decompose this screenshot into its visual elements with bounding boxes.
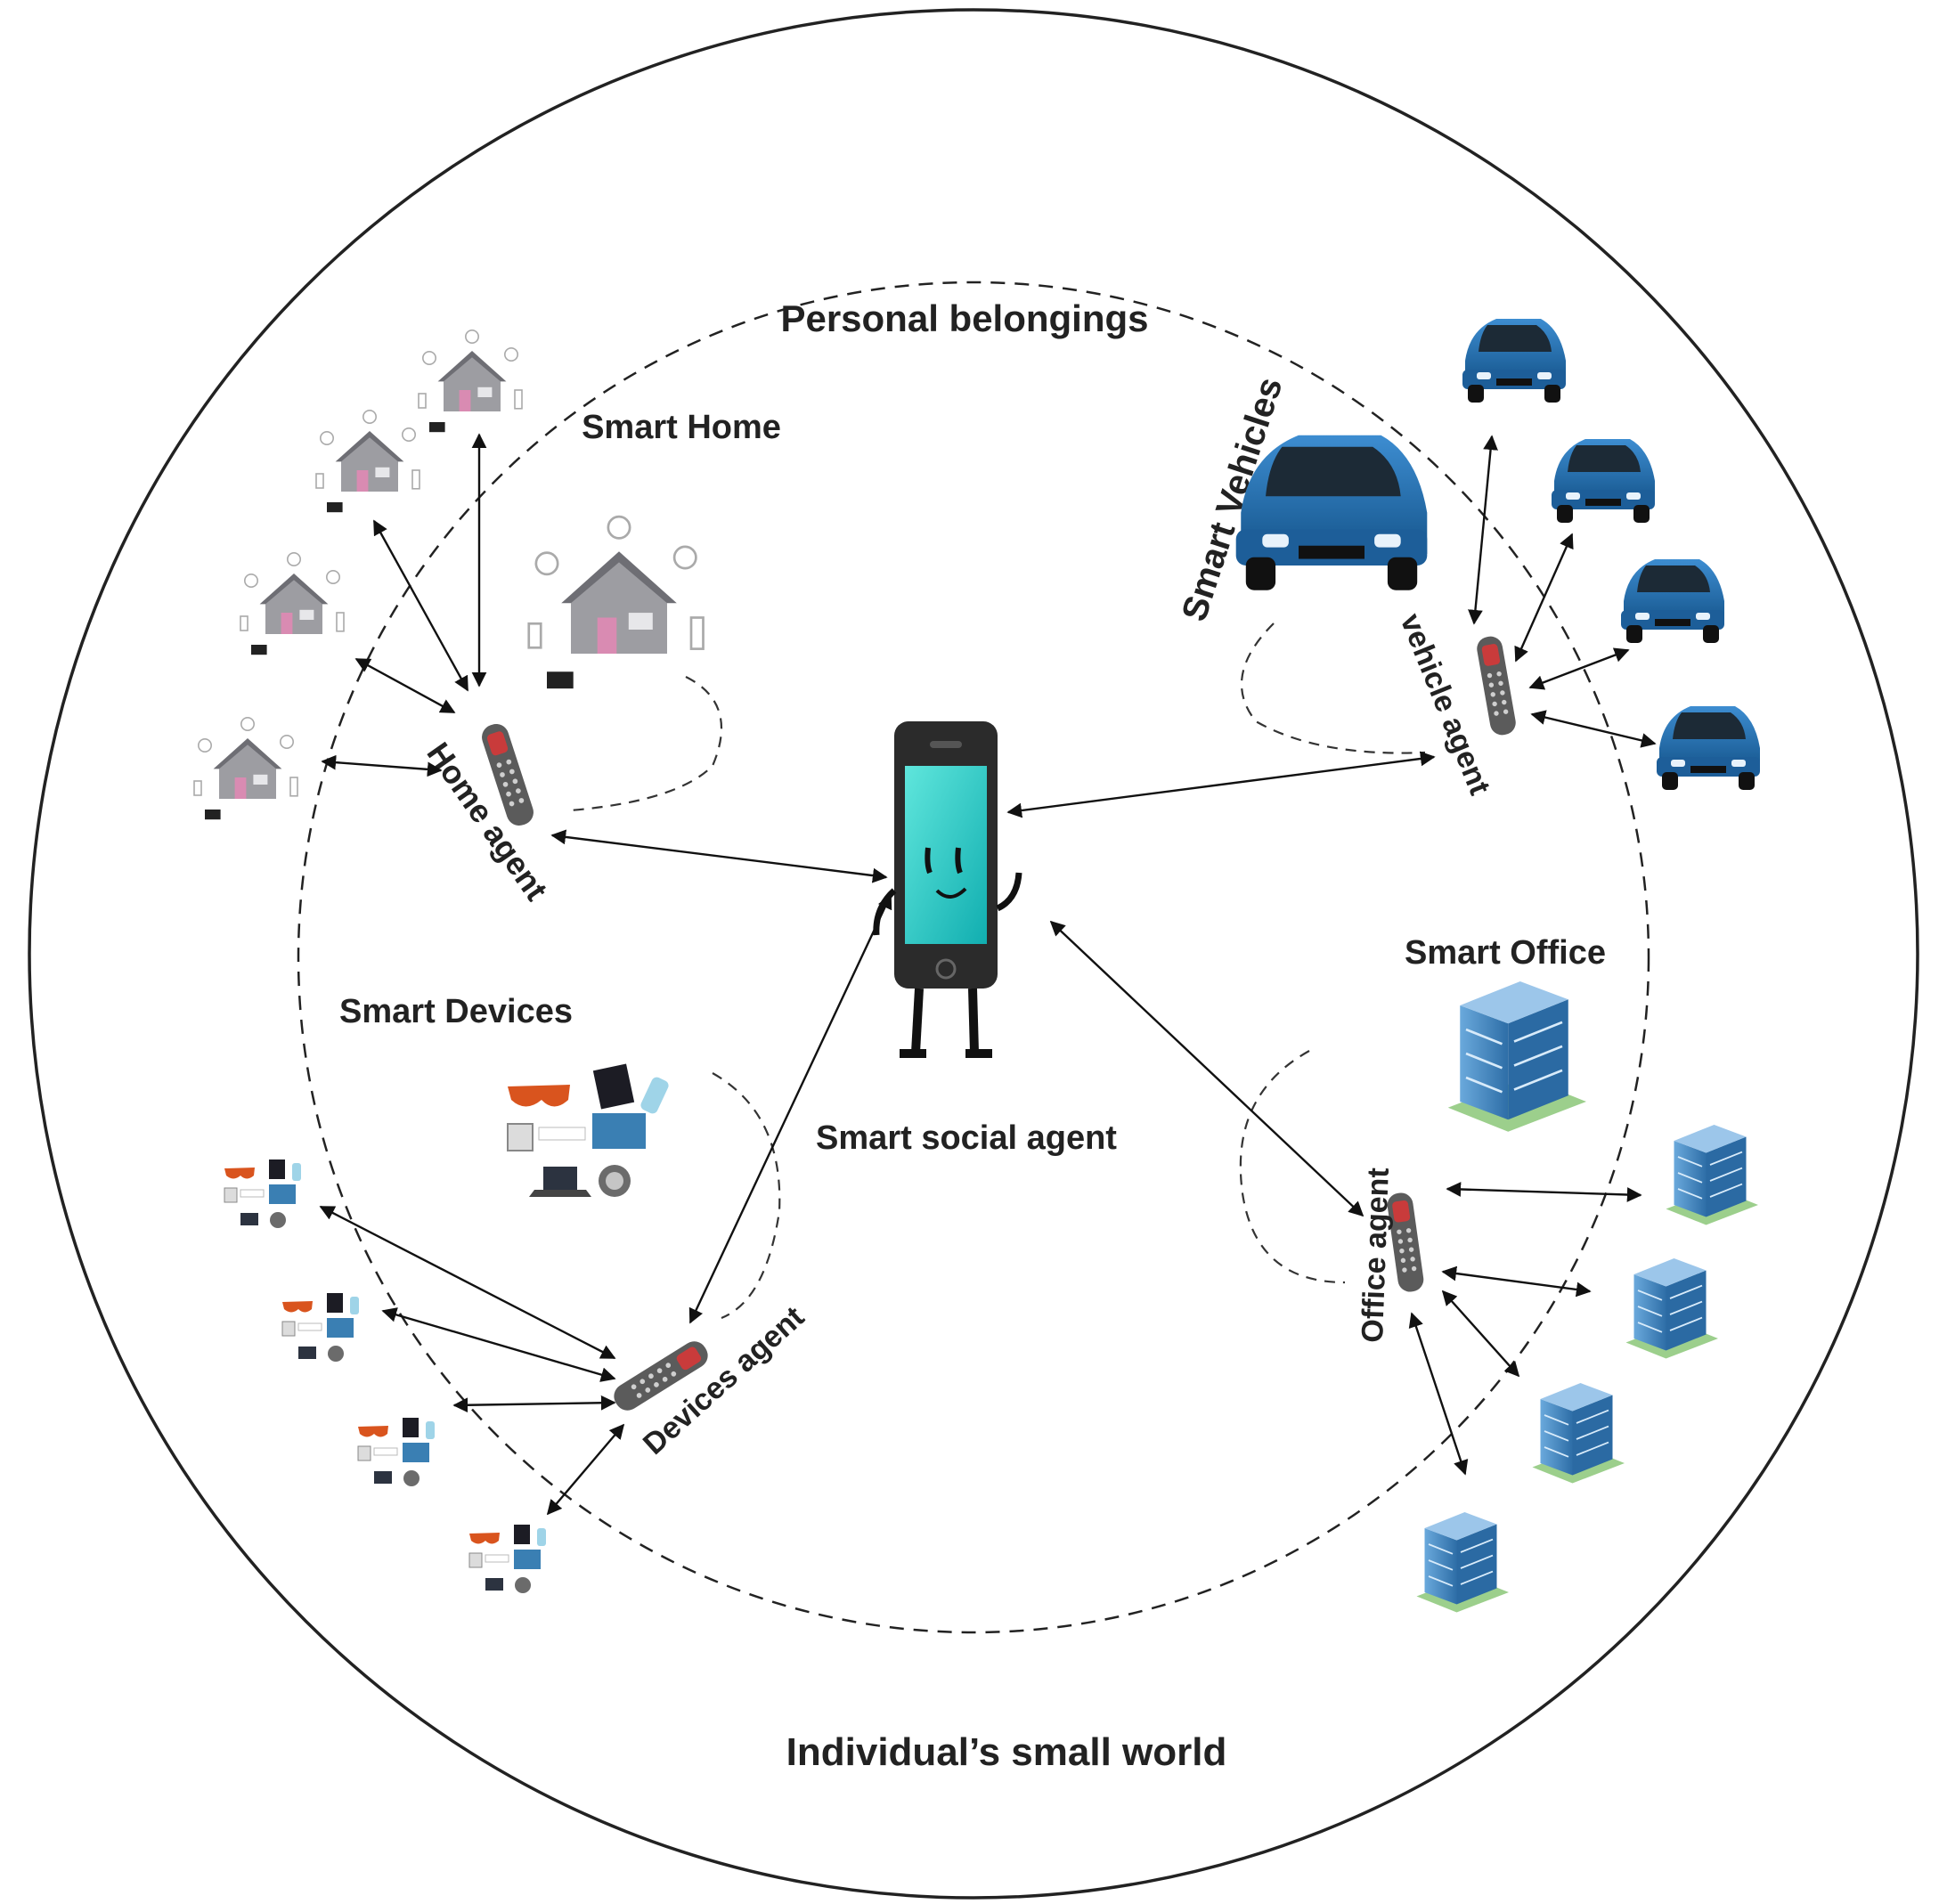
individual-world-label: Individual’s small world [786, 1730, 1227, 1774]
house-icon [418, 329, 523, 434]
home-link [321, 754, 443, 777]
smart-devices-cluster-icon [468, 1524, 547, 1594]
home-to-center-link [550, 829, 888, 883]
devices-to-center-link [688, 893, 892, 1324]
office-to-center-link [1049, 920, 1365, 1217]
smart-devices-label: Smart Devices [339, 993, 573, 1030]
smart-devices-cluster-icon [224, 1159, 302, 1229]
vehicle-to-center-link [1006, 751, 1436, 818]
car-icon [1235, 435, 1428, 590]
house-icon [527, 515, 705, 690]
vehicle-link [1468, 435, 1498, 625]
house-icon [315, 409, 420, 514]
center-agent-label: Smart social agent [816, 1119, 1117, 1157]
devices-link [452, 1395, 616, 1413]
vehicle-link [1528, 647, 1630, 690]
office-link [1441, 1265, 1592, 1298]
office-link [1446, 1182, 1642, 1202]
smart-office-label: Smart Office [1405, 934, 1606, 972]
house-icon [240, 551, 345, 656]
smart-home-label: Smart Home [582, 409, 781, 446]
office-agent-label: Office agent [1356, 1168, 1396, 1344]
devices-loop-curve [712, 1072, 781, 1320]
smartphone-mascot-icon [873, 721, 1022, 1058]
home-agent-label: Home agent [420, 736, 555, 907]
home-link [372, 519, 469, 692]
vehicle-link [1530, 710, 1657, 748]
devices-link [546, 1423, 625, 1516]
smart-devices-cluster-icon [357, 1417, 436, 1487]
office-building-icon [1415, 1511, 1510, 1614]
office-building-icon [1625, 1257, 1719, 1360]
car-icon [1621, 559, 1724, 643]
office-link [1408, 1312, 1469, 1476]
home-loop-curve [569, 676, 723, 812]
remote-control-icon [1475, 634, 1518, 737]
smart-devices-cluster-icon [281, 1292, 360, 1363]
personal-belongings-circle [297, 281, 1650, 1634]
vehicle-agent-label: vehicle agent [1394, 609, 1497, 800]
house-icon [193, 716, 298, 821]
smart-devices-cluster-icon [507, 1062, 672, 1198]
office-building-icon [1446, 980, 1588, 1134]
home-link [354, 657, 456, 714]
office-link [1441, 1290, 1520, 1378]
personal-belongings-label: Personal belongings [780, 297, 1148, 339]
vehicle-loop-curve [1240, 622, 1426, 754]
devices-link [381, 1307, 616, 1382]
office-building-icon [1531, 1382, 1625, 1485]
office-building-icon [1665, 1124, 1759, 1226]
office-loop-curve [1239, 1050, 1346, 1284]
car-icon [1552, 439, 1655, 523]
car-icon [1462, 319, 1566, 403]
vehicle-link [1514, 533, 1574, 663]
car-icon [1657, 706, 1760, 790]
outer-world-circle [28, 8, 1919, 1900]
